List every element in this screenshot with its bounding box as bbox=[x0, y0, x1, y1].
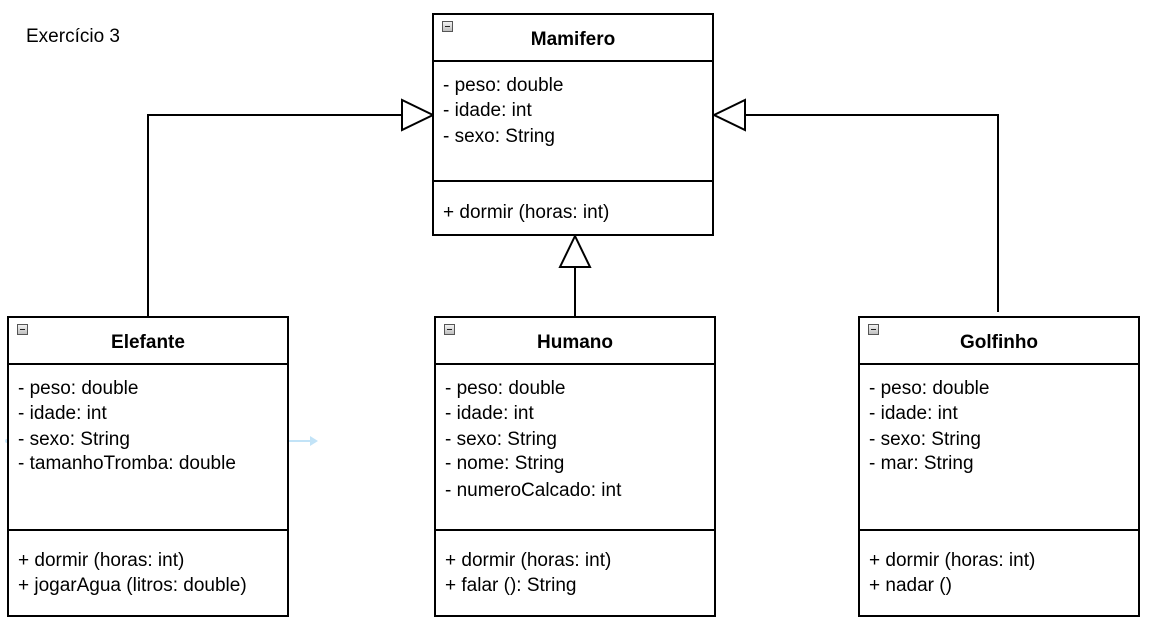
method: + dormir (horas: int) bbox=[445, 550, 612, 571]
class-name: Humano bbox=[537, 332, 613, 353]
attribute: - tamanhoTromba: double bbox=[18, 453, 236, 474]
class-elefante-methods: + dormir (horas: int) + jogarAgua (litro… bbox=[9, 531, 287, 617]
collapse-icon[interactable] bbox=[442, 21, 453, 32]
humano-generalization-arrow bbox=[558, 233, 592, 268]
class-humano-attributes: - peso: double - idade: int - sexo: Stri… bbox=[436, 365, 714, 529]
attribute: - peso: double bbox=[18, 378, 139, 399]
class-elefante-attributes: - peso: double - idade: int - sexo: Stri… bbox=[9, 365, 287, 529]
class-mamifero-methods: + dormir (horas: int) bbox=[434, 182, 712, 236]
attribute: - peso: double bbox=[869, 378, 990, 399]
attribute: - idade: int bbox=[443, 100, 532, 121]
class-humano[interactable]: Humano - peso: double - idade: int - sex… bbox=[434, 316, 716, 617]
attribute: - idade: int bbox=[869, 403, 958, 424]
class-humano-methods: + dormir (horas: int) + falar (): String bbox=[436, 531, 714, 617]
class-name: Elefante bbox=[111, 332, 185, 353]
elefante-inheritance-line[interactable] bbox=[147, 114, 402, 316]
class-divider bbox=[436, 529, 714, 531]
method: + jogarAgua (litros: double) bbox=[18, 575, 247, 596]
elefante-generalization-arrow bbox=[401, 98, 436, 132]
class-divider bbox=[860, 529, 1138, 531]
class-divider bbox=[434, 180, 712, 182]
attribute: - numeroCalcado: int bbox=[445, 480, 622, 501]
class-name: Golfinho bbox=[959, 332, 1039, 353]
class-elefante[interactable]: Elefante - peso: double - idade: int - s… bbox=[7, 316, 289, 617]
method: + nadar () bbox=[869, 575, 952, 596]
attribute: - peso: double bbox=[445, 378, 566, 399]
attribute: - mar: String bbox=[869, 453, 974, 474]
class-humano-header: Humano bbox=[436, 318, 714, 365]
class-name: Mamifero bbox=[530, 29, 616, 50]
method: + dormir (horas: int) bbox=[443, 202, 610, 223]
class-golfinho-attributes: - peso: double - idade: int - sexo: Stri… bbox=[860, 365, 1138, 529]
method: + falar (): String bbox=[445, 575, 577, 596]
attribute: - nome: String bbox=[445, 453, 565, 474]
attribute: - idade: int bbox=[445, 403, 534, 424]
method: + dormir (horas: int) bbox=[869, 550, 1036, 571]
attribute: - idade: int bbox=[18, 403, 107, 424]
class-mamifero-attributes: - peso: double - idade: int - sexo: Stri… bbox=[434, 62, 712, 180]
attribute: - peso: double bbox=[443, 75, 564, 96]
method: + dormir (horas: int) bbox=[18, 550, 185, 571]
class-elefante-header: Elefante bbox=[9, 318, 287, 365]
class-mamifero-header: Mamifero bbox=[434, 15, 712, 62]
collapse-icon[interactable] bbox=[17, 324, 28, 335]
class-golfinho-header: Golfinho bbox=[860, 318, 1138, 365]
class-golfinho-methods: + dormir (horas: int) + nadar () bbox=[860, 531, 1138, 617]
class-mamifero[interactable]: Mamifero - peso: double - idade: int - s… bbox=[432, 13, 714, 236]
class-golfinho[interactable]: Golfinho - peso: double - idade: int - s… bbox=[858, 316, 1140, 617]
diagram-title: Exercício 3 bbox=[26, 26, 120, 47]
attribute: - sexo: String bbox=[445, 429, 557, 450]
golfinho-inheritance-line[interactable] bbox=[745, 114, 999, 312]
attribute: - sexo: String bbox=[869, 429, 981, 450]
attribute: - sexo: String bbox=[18, 429, 130, 450]
attribute: - sexo: String bbox=[443, 126, 555, 147]
collapse-icon[interactable] bbox=[868, 324, 879, 335]
class-divider bbox=[9, 529, 287, 531]
collapse-icon[interactable] bbox=[444, 324, 455, 335]
golfinho-generalization-arrow bbox=[711, 98, 746, 132]
